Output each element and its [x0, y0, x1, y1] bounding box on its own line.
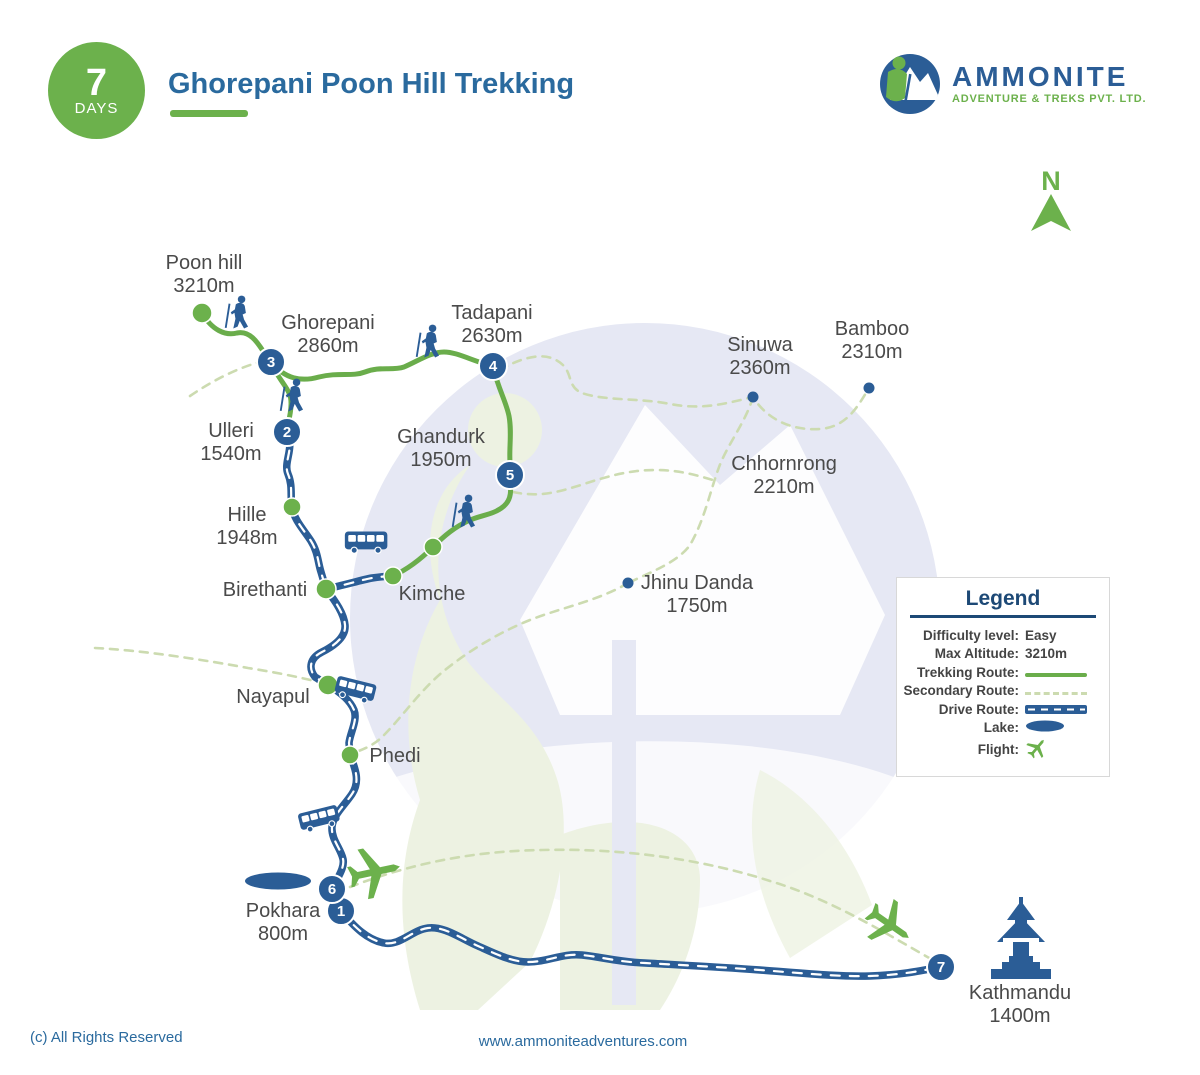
secondary-route-swatch [1025, 692, 1087, 696]
days-number: 7 [85, 61, 108, 104]
logo-name: AMMONITE [952, 61, 1129, 92]
ammonite-logo-icon [880, 54, 940, 114]
location-label-birethanti: Birethanti [222, 579, 308, 601]
trekking-route-swatch [1025, 672, 1087, 677]
pagoda-icon [991, 897, 1051, 979]
days-label: DAYS [74, 99, 119, 117]
logo-tagline: ADVENTURE & TREKS PVT. LTD. [952, 93, 1147, 105]
legend-title: Legend [965, 587, 1041, 610]
flight-swatch plane-icon [1026, 739, 1044, 759]
location-label-nayapul: Nayapul [236, 686, 310, 708]
north-indicator: N [1028, 168, 1074, 237]
website-link[interactable]: www.ammoniteadventures.com [478, 1033, 688, 1050]
day-marker-2: 2 [272, 417, 302, 447]
page-title: Ghorepani Poon Hill Trekking [168, 68, 575, 100]
point-dots [622, 382, 875, 589]
title-underline [170, 110, 248, 117]
copyright-text: (c) All Rights Reserved [30, 1029, 183, 1046]
flight-route [348, 848, 938, 964]
day-marker-7: 7 [926, 952, 956, 982]
drive-route-swatch [1025, 704, 1087, 714]
day-marker-4: 4 [478, 351, 508, 381]
legend-row-secondary-route: Secondary Route: [897, 682, 1109, 701]
location-label-phedi: Phedi [369, 745, 421, 767]
drive-route [283, 428, 945, 980]
day-marker-5: 5 [495, 460, 525, 490]
hiker-icon [224, 295, 249, 329]
legend-row-max-altitude: Max Altitude: 3210m [934, 646, 1068, 662]
company-logo: AMMONITE ADVENTURE & TREKS PVT. LTD. [878, 52, 1146, 116]
north-label: N [1041, 166, 1061, 196]
lake-shape [245, 872, 311, 890]
station-dots [191, 302, 443, 765]
legend-box: Legend Difficulty level: Easy Max Altitu… [896, 577, 1110, 777]
secondary-routes [93, 355, 938, 964]
days-badge: 7 DAYS [48, 42, 145, 139]
legend-row-difficulty: Difficulty level: Easy [922, 627, 1057, 643]
legend-title-rule [910, 615, 1096, 618]
lake-swatch [1026, 720, 1064, 732]
day-marker-6: 6 [317, 874, 347, 904]
legend-row-flight: Flight: [897, 737, 1109, 759]
north-arrow-icon [1031, 194, 1071, 231]
location-label-kimche: Kimche [398, 583, 466, 605]
legend-row-lake: Lake: [897, 719, 1109, 738]
day-marker-3: 3 [256, 347, 286, 377]
legend-row-drive-route: Drive Route: [897, 700, 1109, 719]
legend-row-trekking-route: Trekking Route: [897, 663, 1109, 682]
hiker-icon [415, 324, 440, 358]
